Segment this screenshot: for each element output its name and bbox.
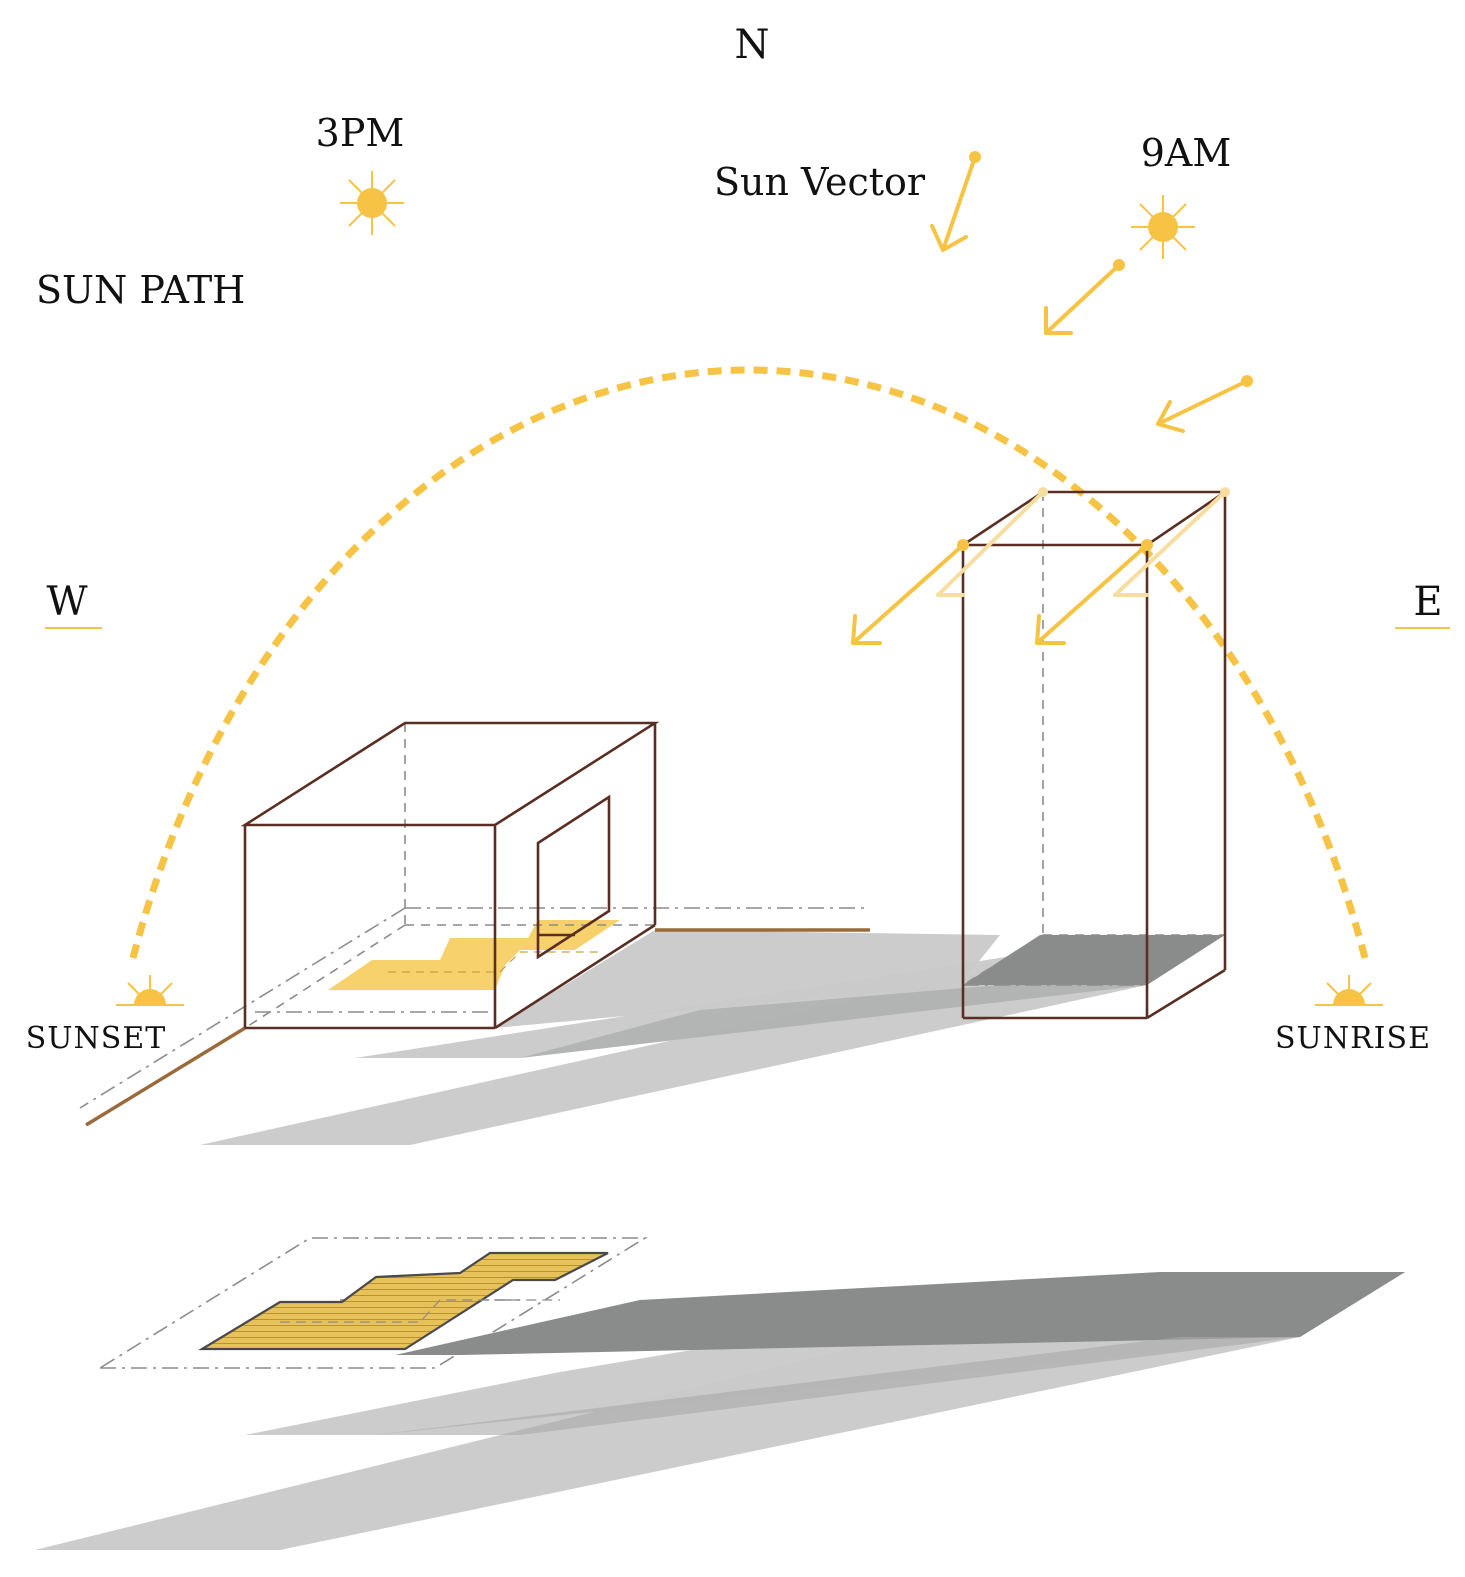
time-3pm-label: 3PM (316, 111, 405, 155)
sun-vector-arrow (1156, 375, 1253, 433)
house-shadow (495, 930, 1000, 1028)
sunrise-label: SUNRISE (1275, 1021, 1431, 1056)
plan-shadow-projection (35, 1237, 1405, 1550)
tower-footprint-shadow (963, 935, 1225, 985)
east-label: E (1413, 579, 1442, 625)
sunset-icon (116, 975, 184, 1006)
sunrise-icon (1315, 975, 1383, 1006)
shadow-overlap (520, 985, 1147, 1058)
sunset-label: SUNSET (26, 1021, 167, 1056)
north-label: N (735, 22, 770, 68)
sun-3pm-icon (340, 171, 404, 235)
plan-shadow-overlap (375, 1337, 1300, 1435)
sun-vector-arrow (1044, 259, 1125, 335)
sun-vector-label: Sun Vector (714, 160, 926, 204)
house-building (79, 721, 870, 1127)
building-shadows (200, 930, 1225, 1145)
plan-sunlit-patch (198, 1251, 609, 1351)
sunlit-floor-patch (328, 920, 620, 990)
sun-path-arc (129, 366, 1369, 959)
west-label: W (46, 579, 87, 625)
house-window (536, 794, 611, 960)
sun-vector-arrow (1035, 539, 1153, 645)
sun-9am-icon (1131, 195, 1195, 259)
plan-shadow-dark (395, 1272, 1405, 1355)
sun-path-label: SUN PATH (36, 268, 245, 312)
sun-vector-arrow (851, 539, 969, 645)
time-9am-label: 9AM (1141, 131, 1232, 175)
sun-vector-arrow (930, 151, 981, 252)
tower-ray-arrows (851, 487, 1230, 645)
sun-vector-arrows (930, 151, 1253, 433)
